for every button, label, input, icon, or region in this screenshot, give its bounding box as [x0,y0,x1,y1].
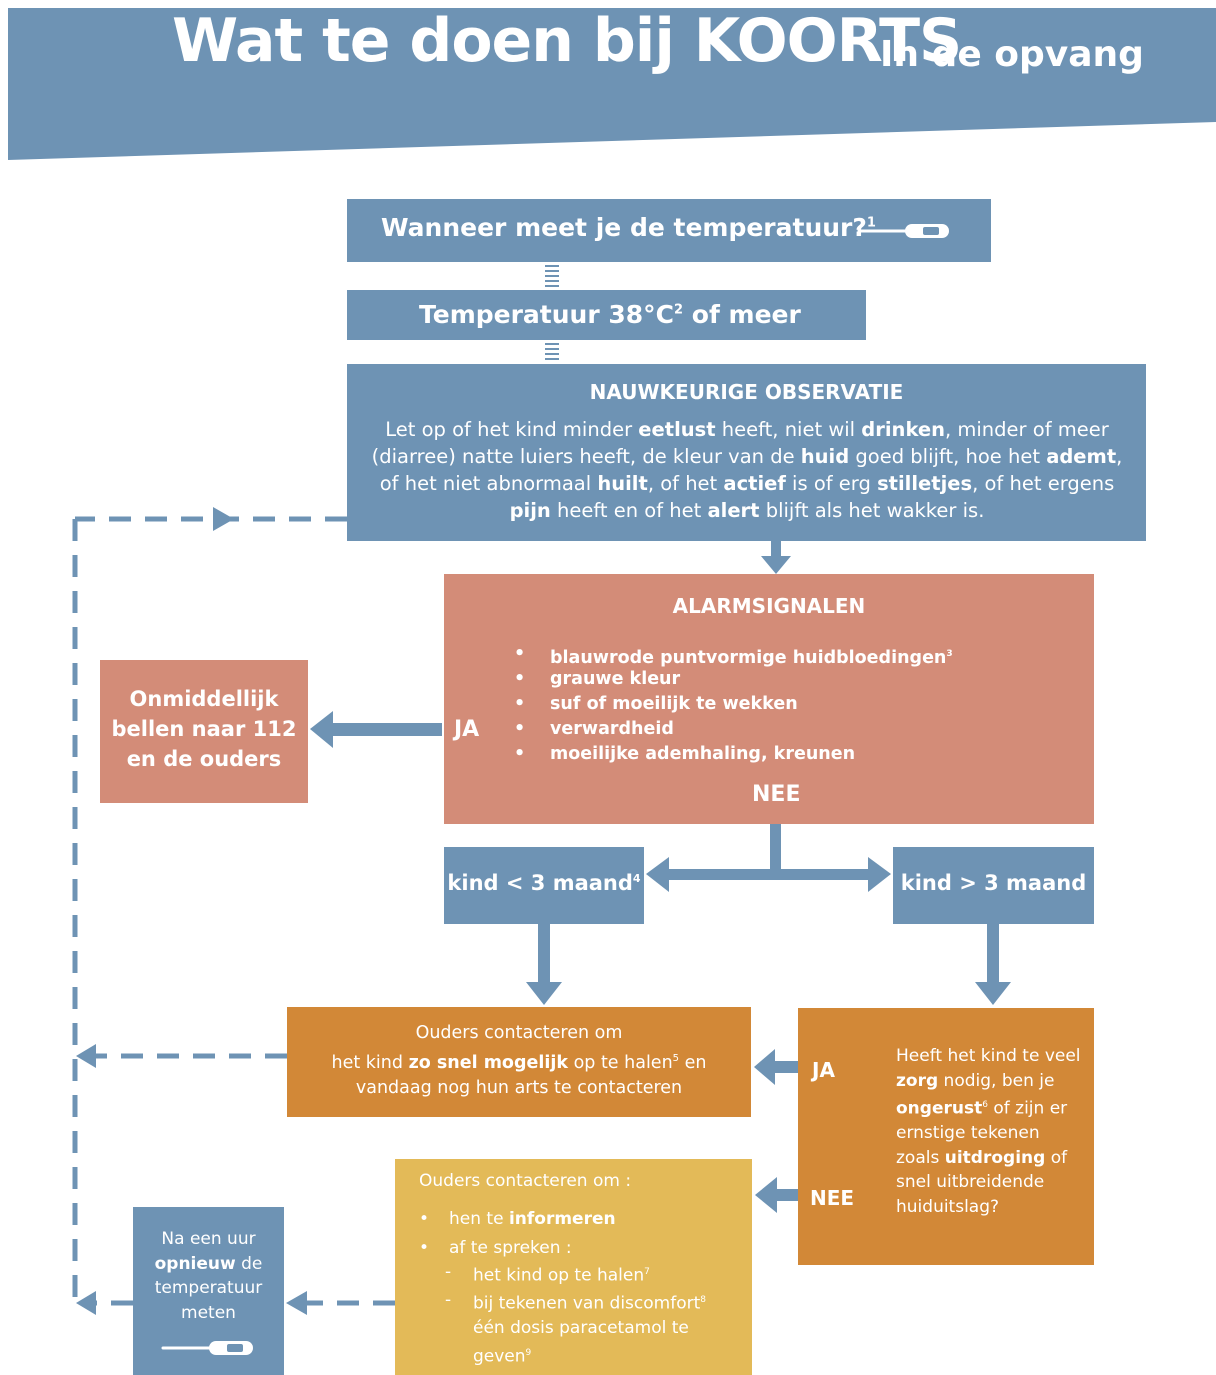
step-temperature: Temperatuur 38°C2 of meer [347,290,866,340]
dashed-loop-arrowhead-left-3 [76,1291,96,1315]
age-under-label: kind < 3 maand4 [447,871,641,895]
header-banner [0,0,1216,165]
question-no-label: NEE [810,1186,855,1210]
arrow-ja-to-contact [754,1049,800,1085]
step-contact-parents-urgent: Ouders contacteren om het kind zo snel m… [287,1007,751,1117]
inform-subitem: -bij tekenen van discomfort8 [445,1290,706,1314]
alarm-list: blauwrode puntvormige huidbloedingen3 gr… [514,642,953,767]
remeasure-text: Na een uur opnieuw de temperatuur meten [154,1229,263,1323]
alarm-title: ALARMSIGNALEN [672,594,866,618]
step-when-label: Wanneer meet je de temperatuur?1 [381,213,876,242]
alarm-item: suf of moeilijk te wekken [514,692,953,717]
dotted-connector-1 [545,265,559,287]
header-banner-shape [8,8,1216,160]
step-temperature-label: Temperatuur 38°C2 of meer [419,300,801,329]
arrow-alarm-to-112 [310,711,442,748]
step-emergency-call: Onmiddellijk bellen naar 112 en de ouder… [100,660,308,803]
inform-list: •hen te informeren •af te spreken : -het… [419,1207,706,1369]
dashed-loop-arrowhead-left-2 [286,1291,307,1315]
arrow-nee-split [646,822,891,892]
age-over-label: kind > 3 maand [900,871,1087,895]
alarm-item: moeilijke ademhaling, kreunen [514,742,953,767]
dashed-loop [72,516,395,1306]
step-when-to-measure: Wanneer meet je de temperatuur?1 [347,199,991,262]
step-remeasure: Na een uur opnieuw de temperatuur meten [133,1207,284,1375]
step-observation: NAUWKEURIGE OBSERVATIE Let op of het kin… [347,364,1146,541]
dotted-connector-2 [545,343,559,360]
step-contact-parents-inform: Ouders contacteren om : •hen te informer… [395,1159,752,1375]
alarm-yes-label: JA [454,717,480,742]
inform-title: Ouders contacteren om : [419,1171,632,1191]
dashed-loop-arrowhead-right [213,507,234,531]
alarm-item: blauwrode puntvormige huidbloedingen3 [514,642,953,668]
inform-subitem-cont: één dosis paracetamol te [473,1318,689,1339]
arrow-gt3-down [975,924,1011,1005]
dashed-loop-arrowhead-left-1 [76,1044,96,1068]
arrow-lt3-down [526,924,562,1005]
contact-urgent-text: Ouders contacteren om het kind zo snel m… [331,1023,707,1098]
alarm-no-label: NEE [752,782,801,807]
observation-text: Let op of het kind minder eetlust heeft,… [371,418,1123,522]
question-yes-label: JA [812,1058,835,1082]
arrow-obs-to-alarm [761,541,791,574]
inform-item: •af te spreken : [419,1237,572,1258]
thermometer-icon [857,224,949,238]
question-text: Heeft het kind te veel zorg nodig, ben j… [896,1046,1081,1217]
inform-item: •hen te informeren [419,1209,616,1229]
step-care-question: JA NEE Heeft het kind te veel zorg nodig… [798,1008,1094,1265]
step-alarm-signals: ALARMSIGNALEN blauwrode puntvormige huid… [444,574,1094,824]
alarm-item: grauwe kleur [514,667,953,692]
step-age-under-3-months: kind < 3 maand4 [444,847,644,924]
arrow-nee-to-inform [755,1177,800,1213]
emergency-text: Onmiddellijk bellen naar 112 en de ouder… [111,687,297,771]
thermometer-icon [161,1341,253,1355]
page-subtitle: In de opvang [880,34,1144,75]
inform-subitem-cont: geven9 [473,1346,532,1367]
page-title: Wat te doen bij KOORTS [172,6,962,76]
observation-title: NAUWKEURIGE OBSERVATIE [589,380,904,404]
alarm-item: verwardheid [514,717,953,742]
inform-subitem: -het kind op te halen7 [445,1262,650,1286]
step-age-over-3-months: kind > 3 maand [893,847,1094,924]
